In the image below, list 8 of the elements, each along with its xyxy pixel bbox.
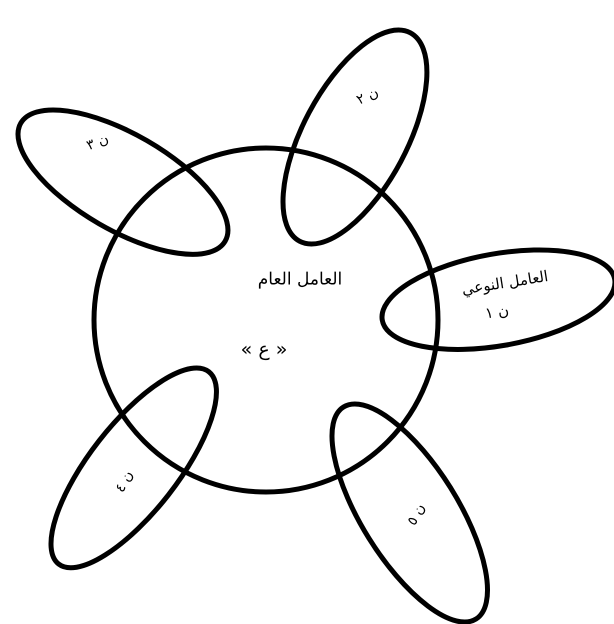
factor-label: ن ٥ [404, 502, 429, 528]
factor-label: « ع » [240, 340, 288, 360]
factor-label: ن ١ [484, 302, 510, 322]
factor-title: العامل العام [258, 270, 342, 290]
factor-label: ن ٢ [354, 85, 382, 109]
factor-title: العامل النوعي [460, 268, 550, 298]
factor-label: ن ٤ [112, 468, 137, 496]
factor-label: ن ٣ [84, 132, 112, 154]
